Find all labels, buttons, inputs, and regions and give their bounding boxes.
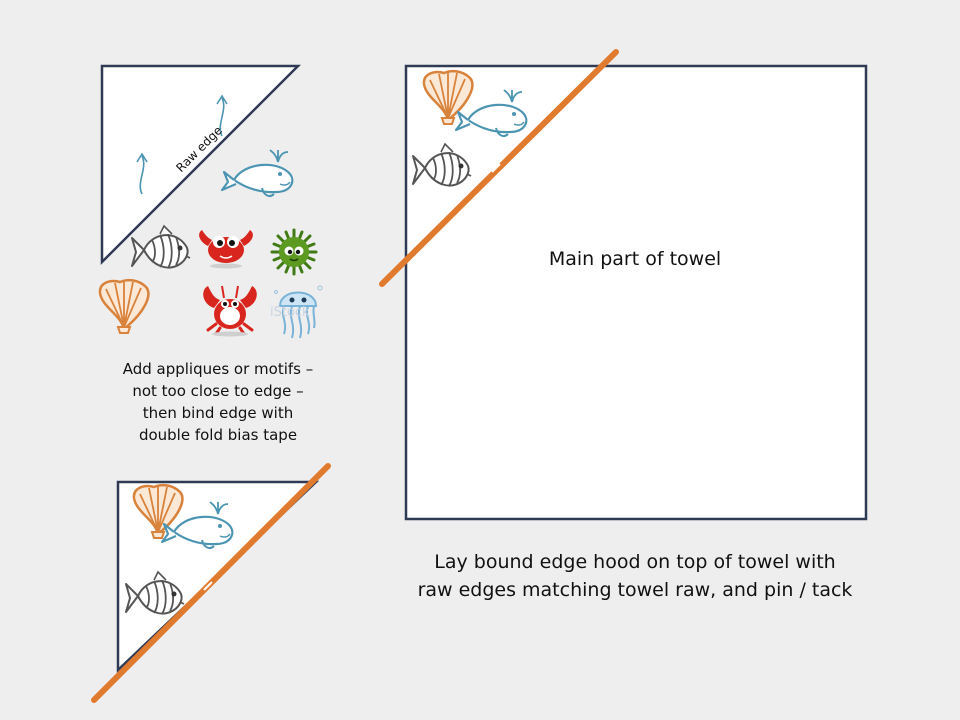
watermark: iStock [270, 305, 310, 320]
main-towel-label: Main part of towel [548, 248, 722, 270]
bias-tape-edge [379, 49, 619, 287]
lay-hood-caption: Lay bound edge hood on top of towel with… [400, 548, 870, 604]
crab-icon [198, 229, 254, 270]
main-towel [404, 64, 868, 521]
caption-line: then bind edge with [142, 404, 294, 422]
tape-gap [203, 581, 213, 591]
caption-line: Lay bound edge hood on top of towel with [434, 551, 836, 573]
whale-icon [220, 148, 294, 198]
caption-line: not too close to edge – [132, 382, 304, 400]
hood-triangle-unbound [100, 64, 302, 266]
shell-icon [98, 278, 150, 335]
caption-line: Add appliques or motifs – [122, 360, 314, 378]
sea-urchin-icon [270, 228, 318, 276]
appliques-caption: Add appliques or motifs – not too close … [100, 358, 336, 446]
caption-line: raw edges matching towel raw, and pin / … [417, 579, 853, 601]
caption-line: double fold bias tape [138, 426, 298, 444]
fish-icon [131, 225, 191, 269]
tape-gap [491, 163, 501, 173]
lobster-icon [201, 284, 259, 338]
